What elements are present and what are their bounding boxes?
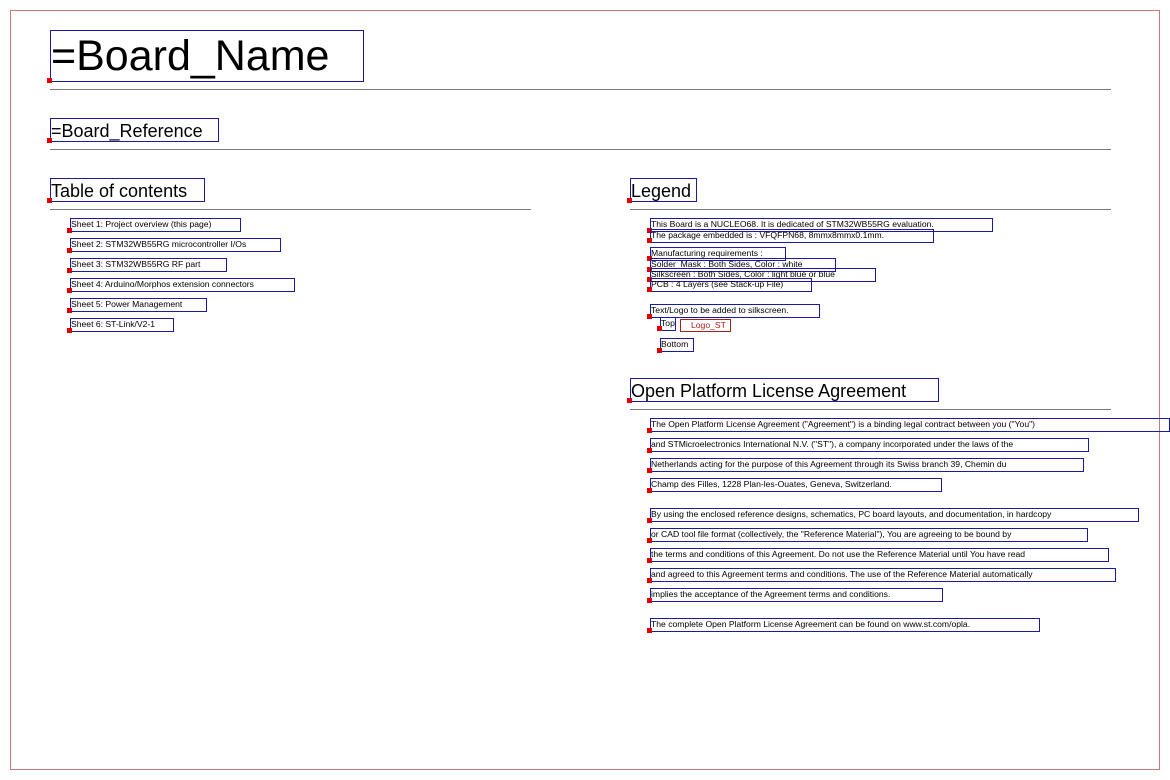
anchor-marker — [627, 398, 632, 403]
anchor-marker — [647, 628, 652, 633]
anchor-marker — [67, 248, 72, 253]
toc-item-sheet-4[interactable]: Sheet 4: Arduino/Morphos extension conne… — [70, 278, 295, 292]
license-text-line: Champ des Filles, 1228 Plan-les-Ouates, … — [650, 478, 942, 492]
legend-line: This Board is a NUCLEO68. It is dedicate… — [650, 218, 993, 232]
toc-item-sheet-6[interactable]: Sheet 6: ST-Link/V2-1 — [70, 318, 174, 332]
legend-line: Solder_Mask : Both Sides, Color : white — [650, 258, 836, 272]
anchor-marker — [647, 518, 652, 523]
license-text-line: or CAD tool file format (collectively, t… — [650, 528, 1088, 542]
license-text-line: Netherlands acting for the purpose of th… — [650, 458, 1084, 472]
anchor-marker — [647, 256, 652, 261]
bottom-label: Bottom — [660, 338, 694, 352]
anchor-marker — [647, 538, 652, 543]
anchor-marker — [657, 348, 662, 353]
toc-item-sheet-5[interactable]: Sheet 5: Power Management — [70, 298, 207, 312]
anchor-marker — [647, 428, 652, 433]
anchor-marker — [67, 288, 72, 293]
license-text-line: and agreed to this Agreement terms and c… — [650, 568, 1116, 582]
license-text-line: By using the enclosed reference designs,… — [650, 508, 1139, 522]
anchor-marker — [647, 277, 652, 282]
legend-line: The package embedded is : VFQFPN68, 8mmx… — [650, 229, 934, 243]
toc-item-sheet-3[interactable]: Sheet 3: STM32WB55RG RF part — [70, 258, 227, 272]
anchor-marker — [627, 198, 632, 203]
legend-line: Manufacturing requirements : — [650, 247, 786, 261]
divider — [630, 409, 1111, 410]
anchor-marker — [647, 578, 652, 583]
anchor-marker — [47, 78, 52, 83]
anchor-marker — [647, 314, 652, 319]
anchor-marker — [647, 228, 652, 233]
toc-item-sheet-2[interactable]: Sheet 2: STM32WB55RG microcontroller I/O… — [70, 238, 281, 252]
anchor-marker — [647, 598, 652, 603]
license-title: Open Platform License Agreement — [630, 378, 939, 402]
toc-title: Table of contents — [50, 178, 205, 202]
anchor-marker — [47, 138, 52, 143]
license-text-line: The Open Platform License Agreement ("Ag… — [650, 418, 1170, 432]
anchor-marker — [647, 287, 652, 292]
logo-st-placeholder: Logo_ST — [680, 319, 731, 332]
anchor-marker — [47, 198, 52, 203]
license-text-line: The complete Open Platform License Agree… — [650, 618, 1040, 632]
anchor-marker — [67, 308, 72, 313]
anchor-marker — [647, 267, 652, 272]
divider — [630, 209, 1111, 210]
legend-title: Legend — [630, 178, 697, 202]
divider — [50, 149, 1111, 150]
anchor-marker — [647, 488, 652, 493]
board-name-title: =Board_Name — [50, 30, 364, 82]
divider — [50, 89, 1111, 90]
legend-line: PCB : 4 Layers (see Stack-up File) — [650, 278, 812, 292]
anchor-marker — [67, 268, 72, 273]
anchor-marker — [657, 326, 662, 331]
legend-line: Silkscreen : Both Sides, Color : light b… — [650, 268, 876, 282]
anchor-marker — [67, 328, 72, 333]
anchor-marker — [647, 468, 652, 473]
license-text-line: implies the acceptance of the Agreement … — [650, 588, 943, 602]
license-text-line: and STMicroelectronics International N.V… — [650, 438, 1089, 452]
toc-item-sheet-1[interactable]: Sheet 1: Project overview (this page) — [70, 218, 241, 232]
sheet-border — [10, 10, 1160, 770]
anchor-marker — [647, 558, 652, 563]
anchor-marker — [647, 448, 652, 453]
license-text-line: the terms and conditions of this Agreeme… — [650, 548, 1109, 562]
legend-line: Text/Logo to be added to silkscreen. — [650, 304, 820, 318]
divider — [50, 209, 531, 210]
board-reference-title: =Board_Reference — [50, 118, 219, 142]
top-label: Top — [660, 317, 676, 331]
anchor-marker — [647, 238, 652, 243]
anchor-marker — [67, 228, 72, 233]
